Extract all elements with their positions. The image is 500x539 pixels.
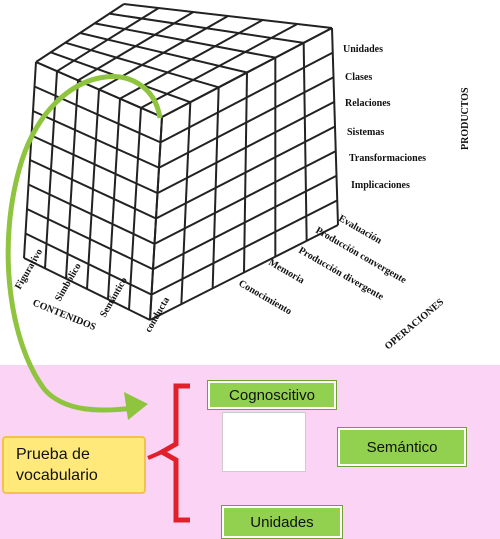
bracket-connector bbox=[147, 450, 163, 460]
prueba-line: vocabulario bbox=[16, 467, 98, 484]
operacion-label: Producción divergente bbox=[297, 245, 386, 303]
operaciones-title: OPERACIONES bbox=[383, 296, 447, 352]
producto-label: Implicaciones bbox=[351, 180, 410, 191]
producto-label: Transformaciones bbox=[349, 153, 426, 164]
semantico-box: Semántico bbox=[338, 428, 466, 466]
producto-label: Relaciones bbox=[345, 98, 391, 109]
operacion-label: Conocimiento bbox=[237, 278, 294, 317]
prueba-line: Prueba de bbox=[16, 446, 90, 463]
productos-title: PRODUCTOS bbox=[460, 87, 471, 150]
operacion-label: Memoria bbox=[267, 257, 307, 286]
unidades-box: Unidades bbox=[222, 506, 342, 538]
cube-diagram-panel bbox=[0, 0, 500, 365]
contenido-label: Figurativo bbox=[13, 247, 45, 291]
contenido-label: Simbólico bbox=[53, 261, 84, 303]
cognoscitivo-box: Cognoscitivo bbox=[208, 381, 336, 409]
prueba-vocabulario-box: Prueba de vocabulario bbox=[2, 436, 146, 494]
producto-label: Unidades bbox=[343, 44, 383, 55]
cube-grid bbox=[23, 3, 339, 321]
producto-label: Clases bbox=[345, 72, 372, 83]
green-curved-arrow bbox=[5, 74, 163, 413]
arrow-head-icon bbox=[124, 392, 148, 420]
red-bracket bbox=[156, 383, 190, 523]
contenidos-title: CONTENIDOS bbox=[31, 298, 98, 334]
small-cube-frame bbox=[222, 412, 306, 472]
producto-label: Sistemas bbox=[347, 127, 384, 138]
contenido-label: conducta bbox=[143, 295, 172, 334]
